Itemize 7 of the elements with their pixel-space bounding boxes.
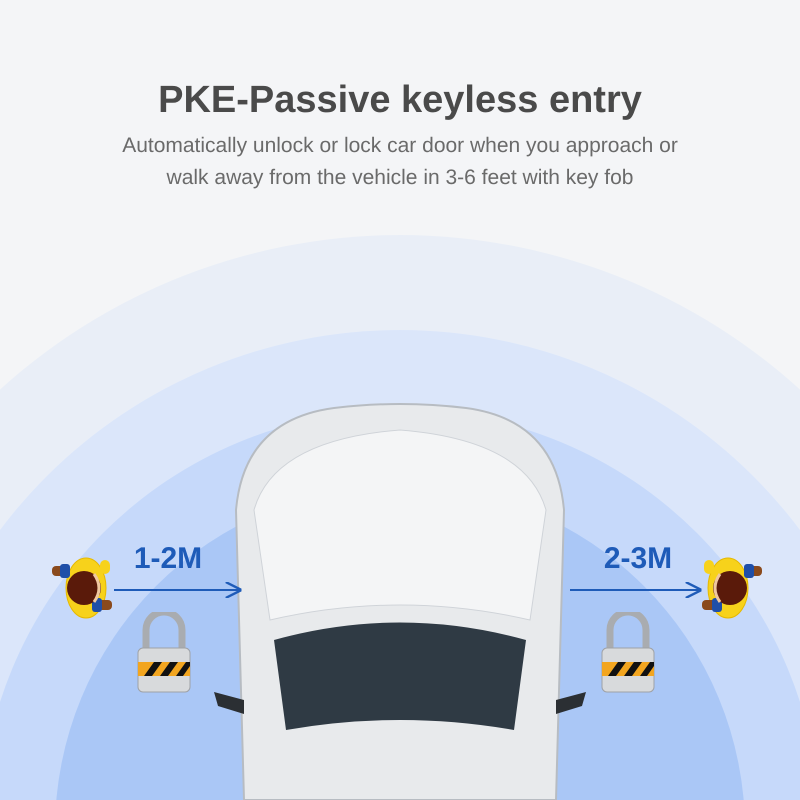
title: PKE-Passive keyless entry	[158, 78, 642, 123]
arrow	[114, 580, 243, 600]
edge-label: 2-3M	[604, 541, 672, 577]
car-drawing	[214, 400, 586, 800]
edge-label: 1-2M	[134, 541, 202, 577]
arrow	[570, 580, 703, 600]
subtitle: Automatically unlock or lock car door when you approach or walk away from the vehicle in 3-6 feet with key fob	[121, 133, 679, 191]
